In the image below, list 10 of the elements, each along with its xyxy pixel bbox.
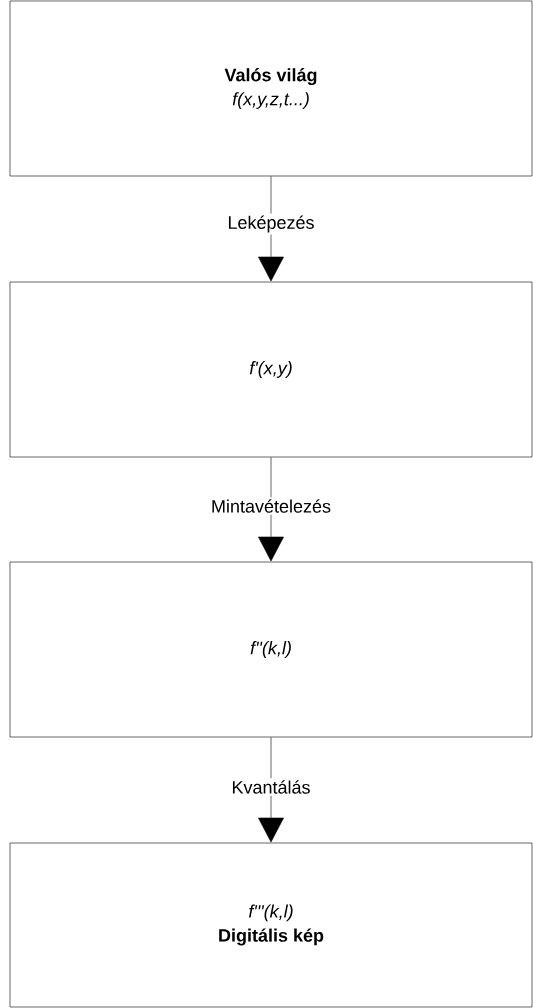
process-box: f'''(k,l) Digitális kép [9,842,533,1008]
arrow [258,737,284,843]
arrow [258,176,284,282]
edge-label: Mintavételezés [208,497,334,515]
process-box: Valós világ f(x,y,z,t...) [9,0,533,177]
edge-label: Leképezés [225,213,317,235]
process-box: f''(k,l) [9,561,533,738]
arrow [258,457,284,562]
process-box: f'(x,y) [9,281,533,458]
edge-label: Kvantálás [229,778,313,796]
